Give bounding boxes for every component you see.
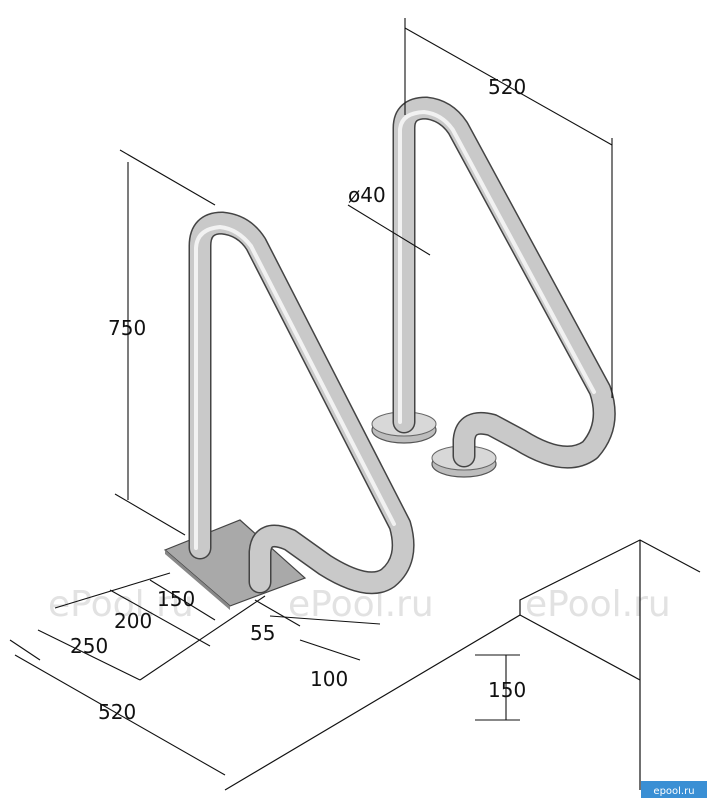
rear-handrail (371, 96, 616, 478)
rear-tube (394, 98, 615, 467)
dim-width-top: 520 (488, 75, 526, 99)
dim-height: 750 (108, 316, 146, 340)
site-badge-text: epool.ru (653, 786, 694, 797)
dim-plate-55: 55 (250, 621, 275, 645)
dimension-lines (9, 18, 613, 776)
dim-width-bottom: 520 (98, 700, 136, 724)
watermark-left: ePool.ru (48, 584, 194, 625)
site-badge: epool.ru (641, 781, 707, 798)
dim-offset-100: 100 (310, 667, 348, 691)
front-handrail (163, 211, 415, 610)
front-tube (190, 213, 413, 593)
pool-edge-outline (224, 539, 701, 791)
dim-plate-150: 150 (157, 587, 195, 611)
dim-diameter: ø40 (348, 183, 386, 207)
dim-plate-250: 250 (70, 634, 108, 658)
rear-tube-outline (392, 96, 616, 469)
dim-step-150: 150 (488, 678, 526, 702)
dim-plate-200: 200 (114, 609, 152, 633)
watermark-right: ePool.ru (525, 584, 671, 625)
